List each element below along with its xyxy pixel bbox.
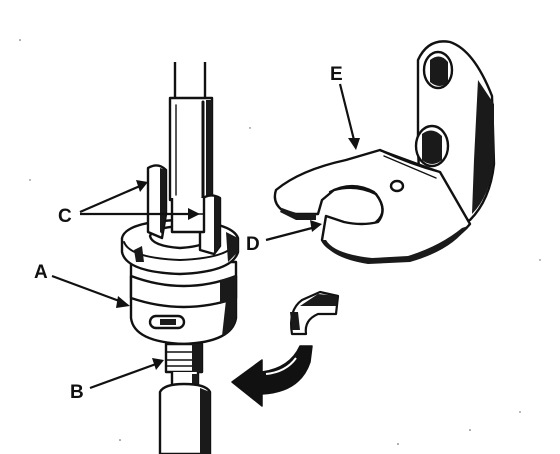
- mounting-bracket: [273, 40, 496, 264]
- label-b: B: [70, 382, 84, 403]
- locking-tabs: [146, 164, 222, 256]
- label-e: E: [330, 64, 343, 85]
- curved-rotation-arrow-icon: [290, 290, 340, 336]
- scan-speckles: [19, 39, 541, 445]
- cable-lower: [158, 342, 212, 454]
- label-a: A: [34, 262, 48, 283]
- leader-lines: [51, 83, 360, 390]
- label-c: C: [58, 206, 72, 227]
- bold-arrow-left-icon: [231, 345, 313, 407]
- cable-upper: [168, 62, 214, 202]
- label-d: D: [246, 234, 260, 255]
